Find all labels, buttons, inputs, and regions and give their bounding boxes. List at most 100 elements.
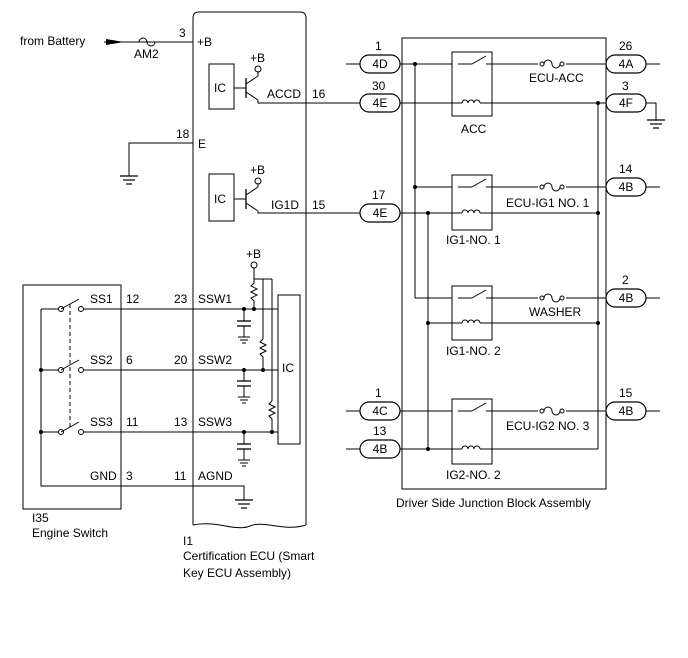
ic2-label: IC [214,192,226,206]
fuse-ecu-acc-label: ECU-ACC [529,71,584,85]
connector-4e-ig1-pin: 17 [372,188,386,202]
connector-4b-washer: 4B [605,288,647,308]
fuse-am2-label: AM2 [134,47,159,61]
connector-4d: 4D [359,54,401,74]
ssw2-pin: 20 [174,353,188,367]
ss1-label: SS1 [90,292,113,306]
connector-4a: 4A [605,54,647,74]
agnd-label: AGND [198,469,233,483]
connector-4e-acc-pin: 30 [372,79,386,93]
fuse-washer-icon [538,293,566,303]
engine-switch-box [22,284,122,510]
relay-ig2-no2-icon [451,398,493,465]
ss2-label: SS2 [90,353,113,367]
relay-ig1-no1-icon [451,174,493,231]
certification-ecu-box [192,11,307,529]
capacitor-3-icon [237,432,251,467]
connector-4e-acc: 4E [359,93,401,113]
ecu-e-label: E [198,137,206,151]
ss1-pin: 12 [126,292,140,306]
gnd-label: GND [90,469,117,483]
from-battery-label: from Battery [20,34,85,48]
resistor-1-icon [249,282,259,302]
ground-e-icon [120,175,138,185]
connector-4f-label: 4F [619,96,633,110]
ecu-pin-b: 3 [179,26,186,40]
gnd-pin: 3 [126,469,133,483]
ssw3-pin: 13 [174,415,188,429]
relay-acc-label: ACC [461,122,487,136]
ic3-label: IC [282,361,294,375]
plus-b-terminal-3 [250,261,258,269]
junction-block-box [401,37,607,490]
capacitor-2-icon [237,370,251,404]
connector-4b-ig2-label: 4B [619,404,634,418]
ig1d-pin: 15 [312,198,326,212]
connector-4d-pin: 1 [375,39,382,53]
switch-ss3-icon [41,421,84,435]
relay-ig2-no2-label: IG2-NO. 2 [446,468,501,482]
connector-4b-ig1-label: 4B [619,180,634,194]
ssw3-label: SSW3 [198,415,232,429]
resistor-2-icon [258,338,268,363]
connector-4b-ig2: 4B [605,401,647,421]
connector-4e-acc-label: 4E [373,96,388,110]
plus-b-2-label: +B [250,163,265,177]
connector-4c: 4C [359,401,401,421]
ss3-label: SS3 [90,415,113,429]
relay-ig1-no2-icon [451,285,493,341]
ig1d-label: IG1D [271,198,299,212]
plus-b-terminal-1 [254,65,262,73]
connector-4a-pin: 26 [619,39,633,53]
connector-4f-pin: 3 [622,79,629,93]
plus-b-3-label: +B [246,247,261,261]
ecu-pin-e: 18 [176,127,190,141]
connector-4b-washer-label: 4B [619,291,634,305]
fuse-ecu-ig2-no3-icon [538,406,566,416]
plus-b-terminal-2 [254,177,262,185]
ic1-label: IC [214,81,226,95]
capacitor-1-icon [237,309,251,344]
ecu-b-label: +B [197,35,212,49]
ic2-box [208,173,235,222]
relay-ig1-no2-label: IG1-NO. 2 [446,344,501,358]
connector-4e-ig1: 4E [359,203,401,223]
connector-4b-ig1: 4B [605,177,647,197]
relay-ig1-no1-label: IG1-NO. 1 [446,233,501,247]
fuse-ecu-acc-icon [538,59,566,69]
connector-4f: 4F [605,93,647,113]
accd-label: ACCD [267,87,301,101]
ss2-pin: 6 [126,353,133,367]
switch-ss1-icon [41,298,84,312]
fuse-am2-icon [138,37,156,47]
relay-acc-icon [451,51,493,117]
connector-4c-pin: 1 [375,386,382,400]
engine-switch-name: Engine Switch [32,526,108,540]
fuse-ecu-ig2-no3-label: ECU-IG2 NO. 3 [506,419,590,433]
engine-switch-code: I35 [32,511,49,525]
ssw1-label: SSW1 [198,292,232,306]
ssw1-pin: 23 [174,292,188,306]
agnd-pin: 11 [174,469,187,483]
ss3-pin: 11 [126,415,139,429]
plus-b-1-label: +B [250,51,265,65]
accd-pin: 16 [312,87,326,101]
arrow-icon [106,39,124,45]
connector-4b-ig2-pin: 15 [619,386,633,400]
fuse-ecu-ig1-no1-icon [538,182,566,192]
connector-4c-label: 4C [372,404,388,418]
ecu-name-line2: Key ECU Assembly) [183,566,291,580]
ecu-name-line1: Certification ECU (Smart [183,549,315,563]
connector-4b-left-label: 4B [373,442,388,456]
ssw2-label: SSW2 [198,353,232,367]
connector-4e-ig1-label: 4E [373,206,388,220]
fuse-washer-label: WASHER [529,305,582,319]
resistor-3-icon [267,400,277,430]
connector-4b-ig1-pin: 14 [619,162,633,176]
connector-4d-label: 4D [372,57,388,71]
fuse-ecu-ig1-no1-label: ECU-IG1 NO. 1 [506,196,590,210]
connector-4a-label: 4A [619,57,634,71]
switch-ss2-icon [41,359,84,373]
ground-agnd-icon [235,499,253,509]
